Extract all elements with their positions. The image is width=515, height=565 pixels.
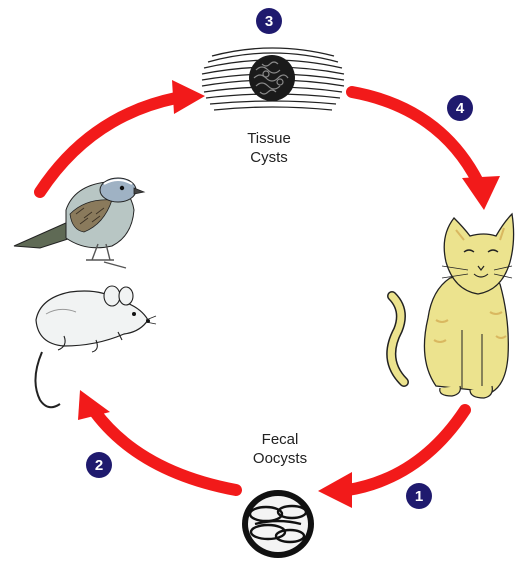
fecal-oocysts-label-line1: Fecal [262,431,299,448]
step-badge-3: 3 [256,8,282,34]
svg-text:2: 2 [95,457,103,474]
svg-text:3: 3 [265,13,273,30]
arrow-host-to-tissue [40,80,205,192]
bird-icon [14,178,144,268]
tissue-cysts-label-line2: Cysts [250,149,288,166]
arrow-cat-to-oocyst [318,410,465,508]
step-badge-1: 1 [406,483,432,509]
svg-text:4: 4 [456,100,465,117]
mouse-icon [35,286,156,407]
oocyst-icon [242,490,314,558]
tissue-cyst-icon [202,48,344,110]
tissue-cysts-label-line1: Tissue [247,130,291,147]
svg-text:1: 1 [415,488,423,505]
step-badge-2: 2 [86,452,112,478]
fecal-oocysts-label-line2: Oocysts [253,450,307,467]
cat-icon [391,214,513,398]
arrow-tissue-to-cat [352,92,500,210]
step-badge-4: 4 [447,95,473,121]
